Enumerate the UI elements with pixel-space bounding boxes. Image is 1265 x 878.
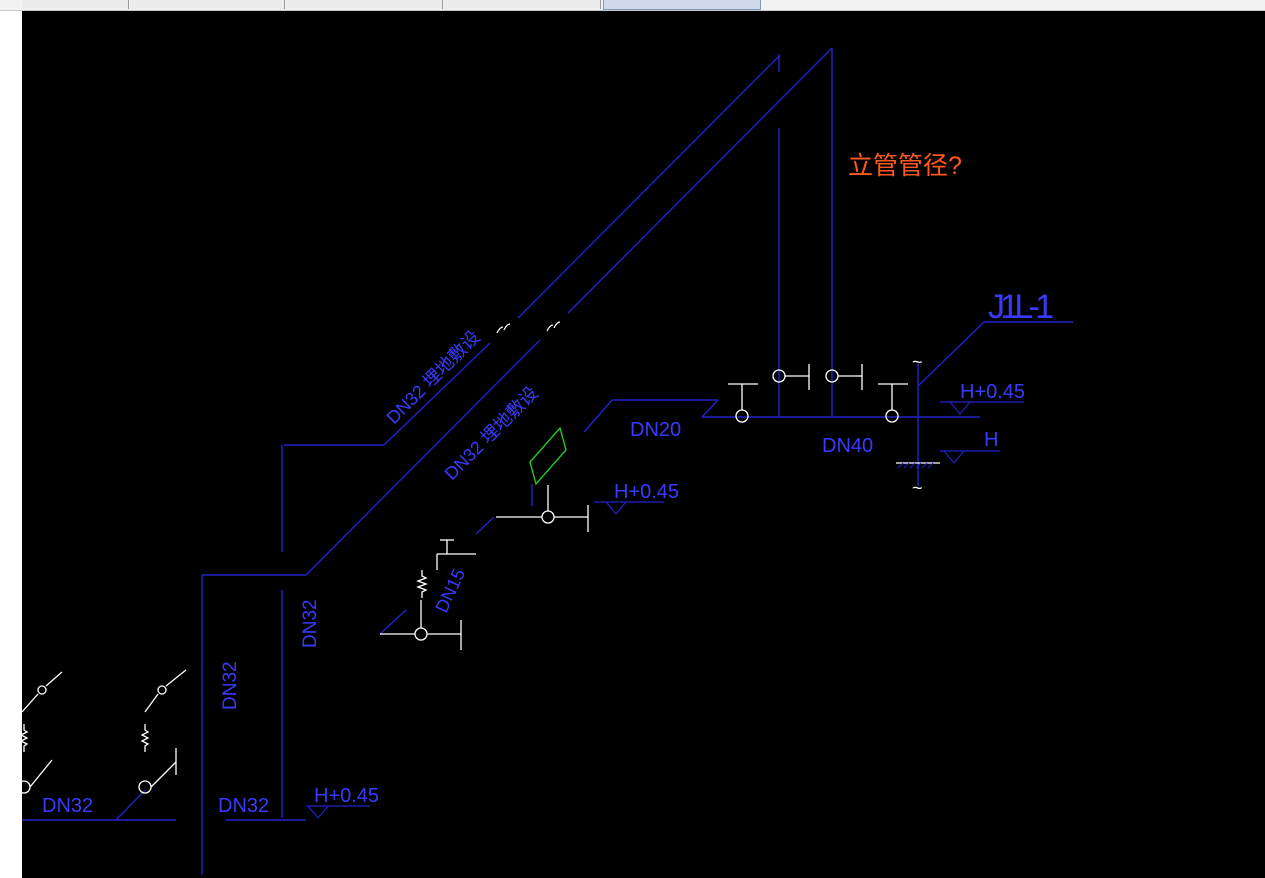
document-tab-1[interactable] (22, 0, 129, 9)
dn15-branch-diagonal (379, 609, 407, 635)
j1l-leader-diagonal (917, 321, 985, 387)
valve-box-green (529, 426, 567, 486)
upper-diagonal-pipe-a (383, 342, 491, 446)
elevation-bottom-label: H+0.45 (314, 785, 379, 807)
dn20-label: DN20 (630, 419, 681, 441)
dn32-lower-diagonal-label: DN32 埋地敷设 (441, 383, 542, 484)
bottom-left-spring-a (22, 724, 29, 752)
document-tab-5-active[interactable] (603, 0, 761, 10)
dn32-vertical-left-label: DN32 (220, 661, 241, 710)
bottom-left-branch (115, 789, 146, 821)
document-tab-3[interactable] (286, 0, 443, 9)
cad-drawing-canvas[interactable]: 立管管径? J1L-1 H+0.45 H DN20 DN40 H+0.45 H+… (22, 11, 1265, 878)
pipe-lines (22, 47, 1073, 875)
dn32-upper-diagonal-label: DN32 埋地敷设 (383, 327, 484, 428)
upper-diagonal-pipe-b (517, 55, 780, 319)
elevation-markers (306, 401, 1024, 819)
left-margin-strip (0, 11, 22, 878)
fixtures (22, 364, 940, 794)
break-mark-lower (546, 321, 561, 332)
riser-id-label: J1L-1 (988, 288, 1054, 326)
document-tab-2[interactable] (130, 0, 285, 9)
dn15-label: DN15 (431, 566, 469, 616)
dn20-branch-diagonal (583, 399, 613, 433)
dn15-spring-symbol (416, 570, 428, 598)
mid-branch-stub (475, 516, 495, 535)
riser-diameter-question: 立管管径? (848, 152, 962, 180)
dn40-label: DN40 (822, 435, 873, 457)
dn15-valve (414, 627, 428, 641)
pipe-break-marks (496, 321, 561, 334)
dn32-vertical-right-label: DN32 (300, 599, 321, 648)
break-symbol-bottom: ~ (912, 478, 923, 498)
document-tab-bar (0, 0, 1265, 11)
elevation-riser-label: H+0.45 (960, 381, 1025, 403)
ground-hatch (897, 462, 934, 469)
elevation-h-label: H (984, 429, 998, 451)
break-symbol-top: ~ (912, 352, 923, 372)
bottom-left-spring-b (140, 724, 150, 752)
faucet-dn20 (735, 409, 749, 423)
mid-fixture-valve (541, 510, 555, 524)
lower-diagonal-pipe-b (567, 47, 833, 314)
lower-diagonal-pipe-a (305, 339, 541, 576)
dn32-bottom-mid-label: DN32 (218, 795, 269, 817)
drawing-svg: 立管管径? J1L-1 H+0.45 H DN20 DN40 H+0.45 H+… (22, 47, 1073, 875)
break-mark-upper (496, 323, 511, 334)
dn20-branch-corner (701, 399, 719, 418)
document-tab-4[interactable] (444, 0, 601, 9)
dn32-bottom-left-label: DN32 (42, 795, 93, 817)
elevation-mid-label: H+0.45 (614, 481, 679, 503)
faucet-dn40 (885, 409, 899, 423)
